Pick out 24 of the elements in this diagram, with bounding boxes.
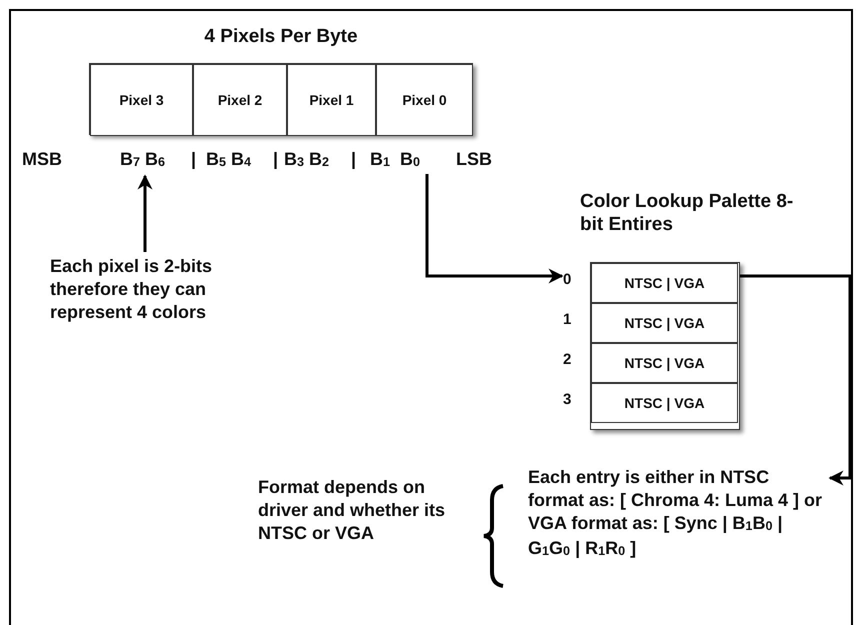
arrow <box>138 174 152 252</box>
row-number: 3 <box>563 391 572 408</box>
bit-label: | <box>273 148 278 171</box>
palette-entry: NTSC | VGA <box>591 383 738 423</box>
pixel-cell: Pixel 1 <box>287 64 376 136</box>
row-number: 2 <box>563 351 572 368</box>
bit-label: | <box>351 148 356 171</box>
arrow <box>740 274 852 486</box>
palette-entry: NTSC | VGA <box>591 343 738 383</box>
byte-heading: 4 Pixels Per Byte <box>203 25 359 48</box>
note-text: Format depends on driver and whether its NTSC or VGA <box>258 476 448 545</box>
palette-entry: NTSC | VGA <box>591 263 738 303</box>
arrow <box>426 174 564 284</box>
pixel-cell: Pixel 3 <box>90 64 193 136</box>
bit-label: LSB <box>456 148 492 171</box>
note-text: Each pixel is 2-bits therefore they can represent 4 colors <box>50 255 290 324</box>
bit-label: | <box>191 148 196 171</box>
palette-entry: NTSC | VGA <box>591 303 738 343</box>
row-number: 0 <box>563 271 572 288</box>
pixel-cell: Pixel 2 <box>193 64 287 136</box>
row-number: 1 <box>563 311 572 328</box>
palette-heading: Color Lookup Palette 8-bit Entires <box>580 190 794 236</box>
pixel-cell: Pixel 0 <box>376 64 473 136</box>
bit-label: MSB <box>22 148 62 171</box>
